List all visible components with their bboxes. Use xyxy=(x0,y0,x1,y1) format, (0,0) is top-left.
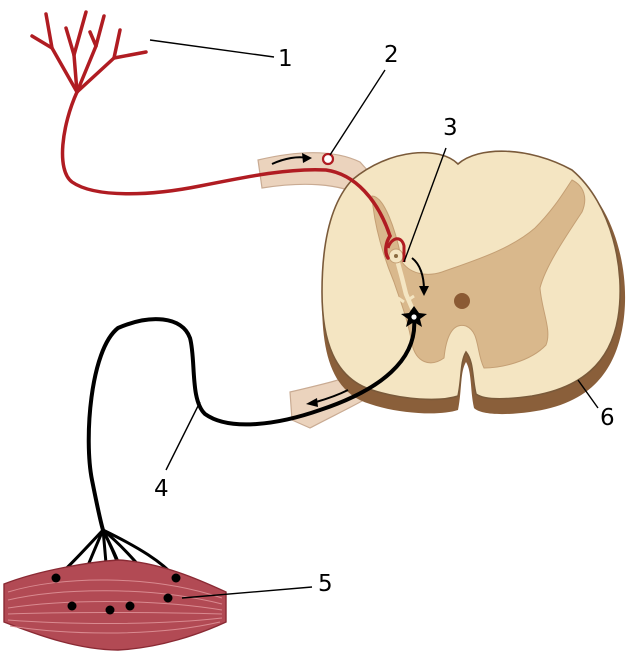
dorsal-arrowhead-icon xyxy=(302,153,312,163)
leader-4 xyxy=(165,401,201,471)
sensory-synapse xyxy=(386,237,406,262)
interneuron-nucleus xyxy=(394,254,398,258)
callout-4: 4 xyxy=(154,476,169,502)
callout-1: 1 xyxy=(278,46,293,72)
leader-3 xyxy=(403,147,447,263)
callout-3: 3 xyxy=(443,115,458,141)
leader-2 xyxy=(329,69,386,156)
interneuron-terminals xyxy=(397,294,415,304)
skeletal-muscle xyxy=(3,559,227,651)
leader-1 xyxy=(149,39,275,58)
dorsal-root-ganglion xyxy=(321,152,335,166)
neuromuscular-junctions xyxy=(51,573,181,615)
ventral-arrow-icon xyxy=(315,389,349,403)
ventral-arrowhead-icon xyxy=(306,398,318,407)
central-canal xyxy=(454,293,470,309)
callout-6: 6 xyxy=(600,405,615,431)
interneuron-arrowhead-icon xyxy=(419,286,429,296)
leader-6 xyxy=(577,379,599,409)
leader-5 xyxy=(181,586,313,599)
callout-5: 5 xyxy=(318,571,333,597)
sensory-neuron xyxy=(30,10,392,260)
motor-neuron-nucleus xyxy=(411,314,417,320)
callout-2: 2 xyxy=(384,42,399,68)
